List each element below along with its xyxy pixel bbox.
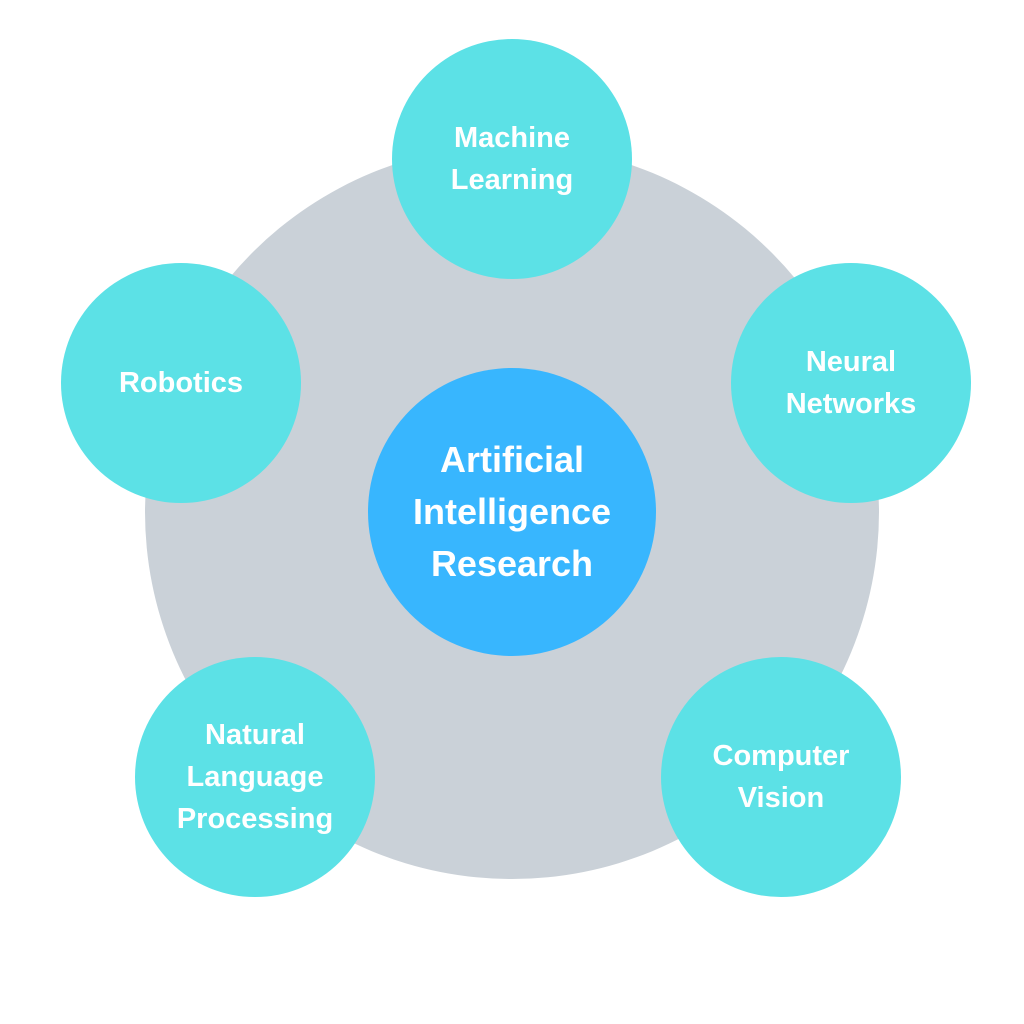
subtopic-machine-learning: Machine Learning bbox=[392, 39, 632, 279]
subtopic-label: Natural Language Processing bbox=[176, 719, 334, 835]
center-topic-label: Artificial Intelligence Research bbox=[412, 439, 612, 584]
subtopic-robotics: Robotics bbox=[61, 263, 301, 503]
subtopic-label: Machine Learning bbox=[450, 122, 574, 196]
subtopic-neural-networks: Neural Networks bbox=[731, 263, 971, 503]
subtopic-label: Computer Vision bbox=[712, 740, 850, 814]
subtopic-natural-language-processing: Natural Language Processing bbox=[135, 657, 375, 897]
subtopic-label: Robotics bbox=[118, 367, 244, 399]
subtopic-computer-vision: Computer Vision bbox=[661, 657, 901, 897]
center-topic-circle: Artificial Intelligence Research bbox=[368, 368, 656, 656]
subtopic-label: Neural Networks bbox=[785, 346, 917, 420]
